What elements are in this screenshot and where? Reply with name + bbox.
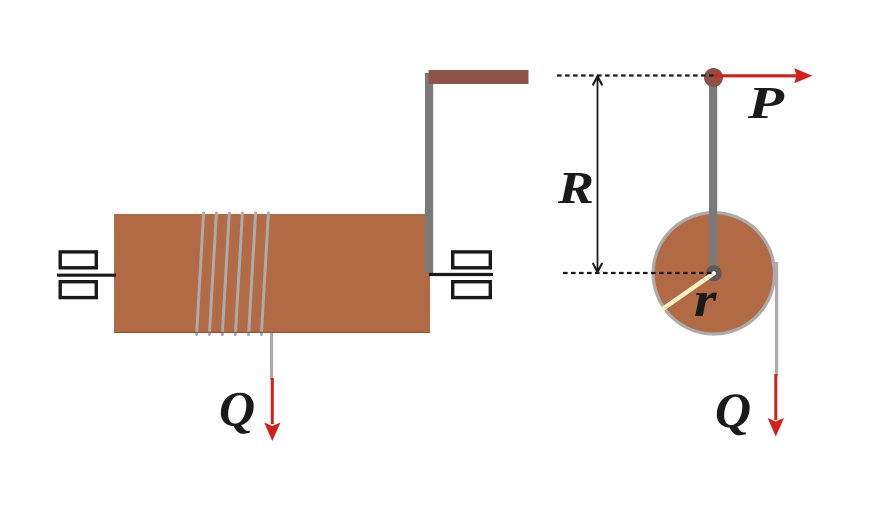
svg-text:R: R [557, 162, 594, 213]
svg-text:Q: Q [715, 382, 751, 438]
svg-text:P: P [747, 77, 785, 128]
svg-text:r: r [694, 271, 717, 327]
svg-text:Q: Q [219, 381, 255, 437]
